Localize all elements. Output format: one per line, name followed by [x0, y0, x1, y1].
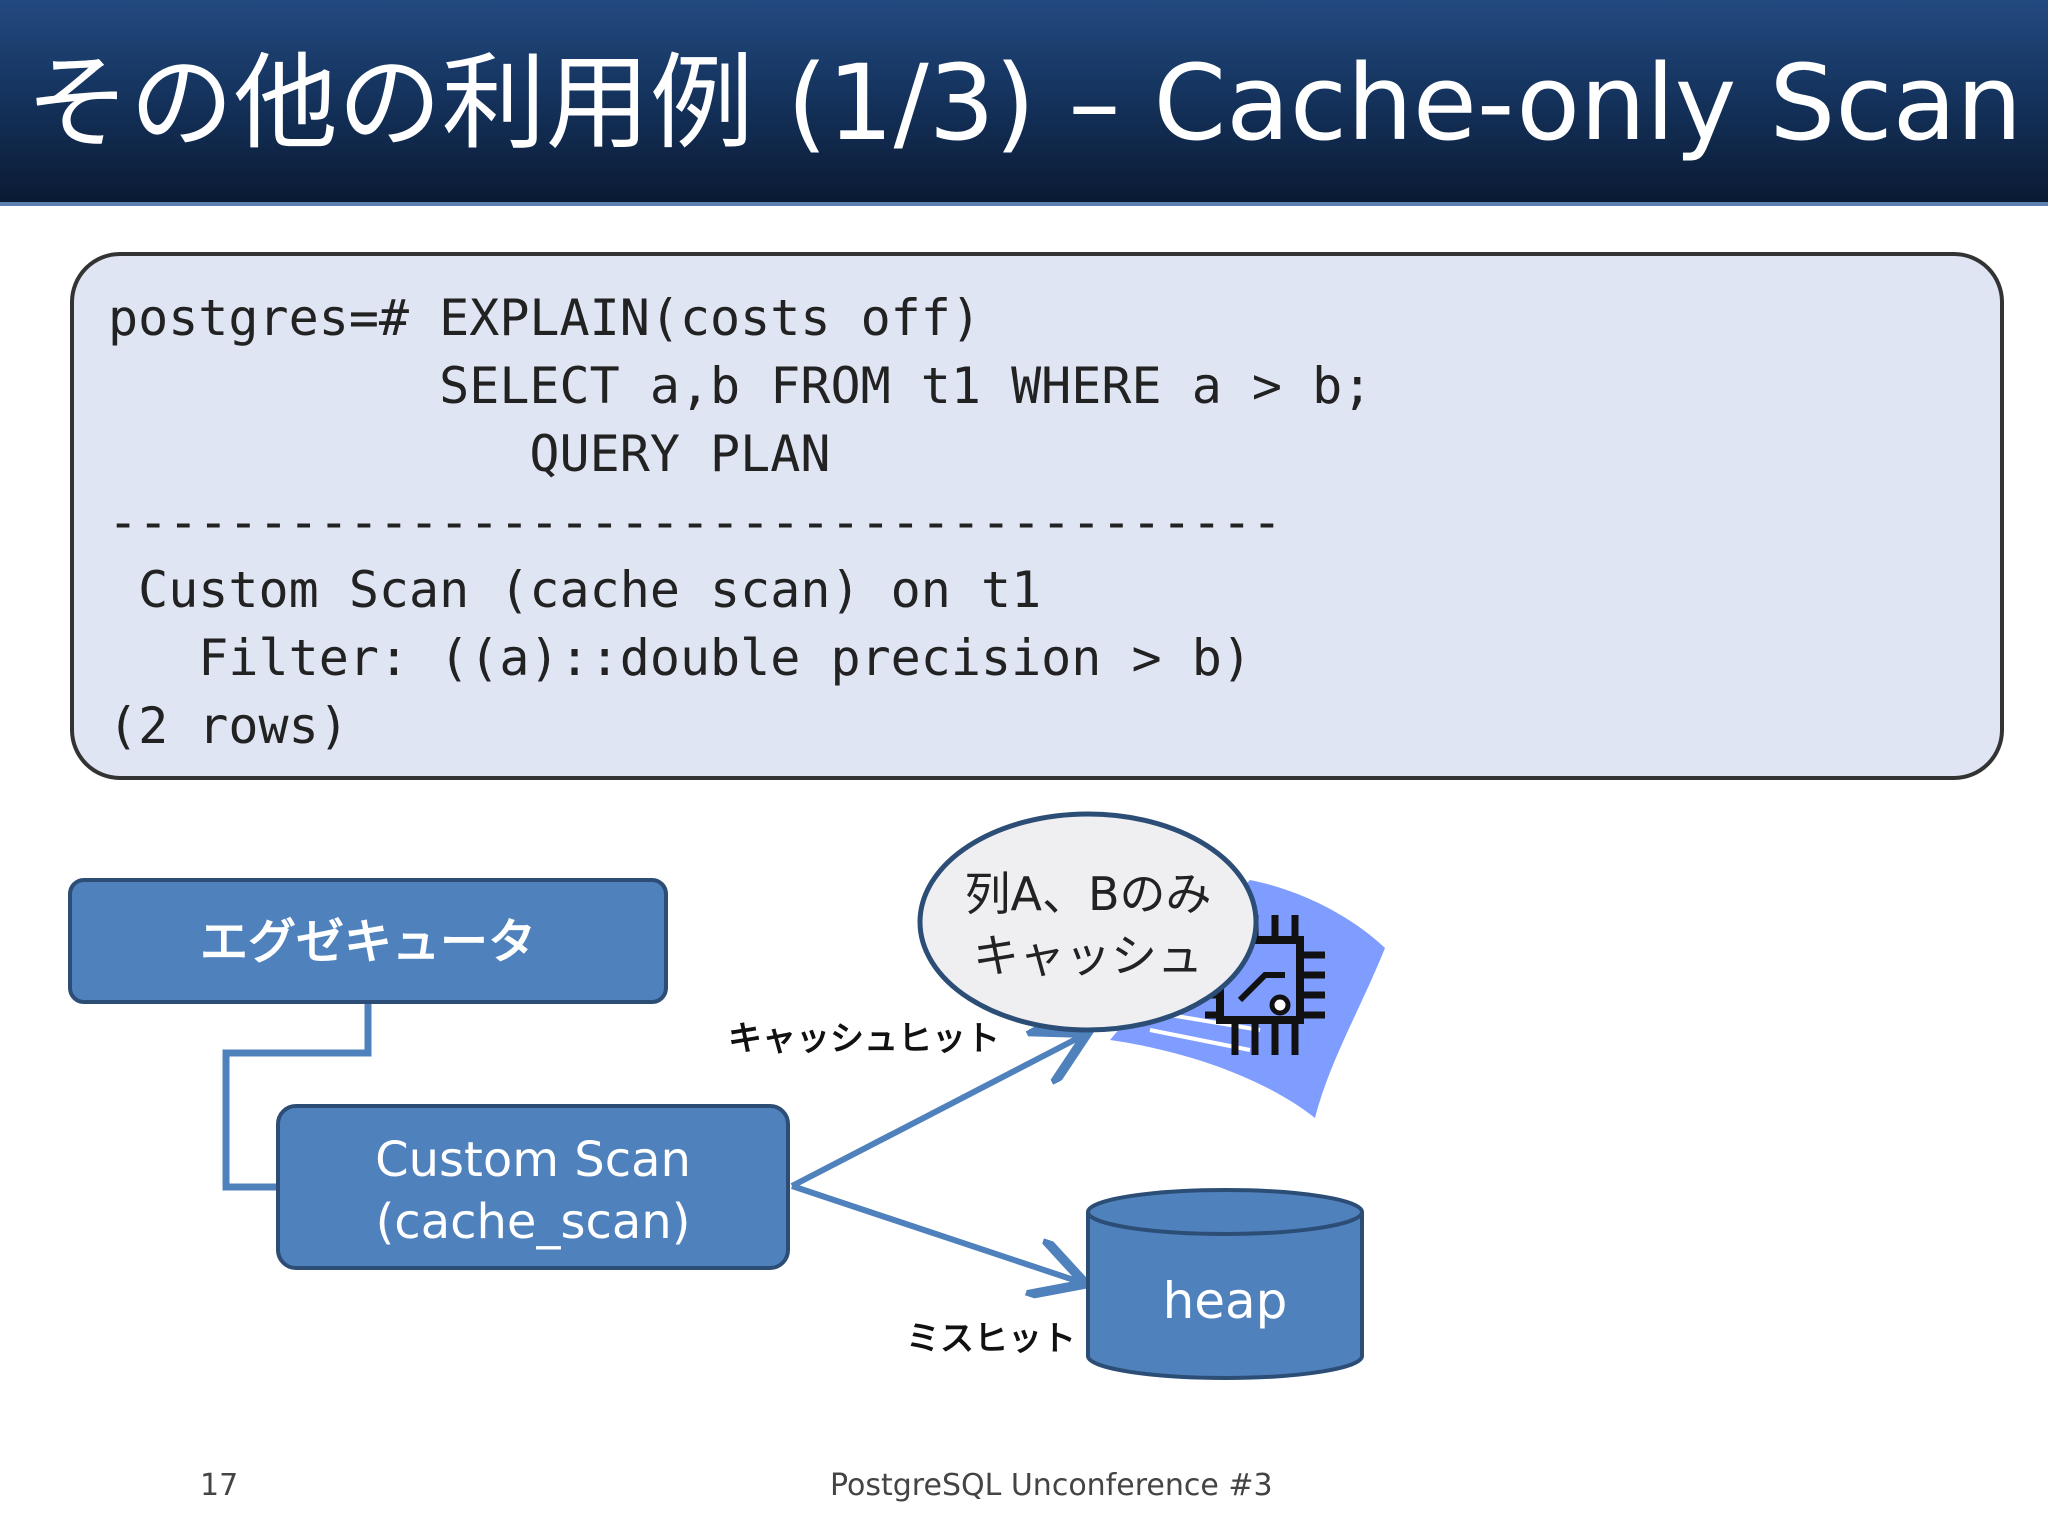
cache-hit-arrow: [790, 1036, 1082, 1189]
cache-bubble-label-2: キャッシュ: [973, 929, 1203, 983]
code-line-3: QUERY PLAN: [108, 425, 831, 483]
miss-hit-arrow: [791, 1183, 1080, 1282]
conference-name: PostgreSQL Unconference #3: [830, 1468, 1273, 1503]
code-box: postgres=# EXPLAIN(costs off) SELECT a,b…: [70, 252, 2004, 780]
code-line-2: SELECT a,b FROM t1 WHERE a > b;: [108, 357, 1373, 415]
page-number: 17: [200, 1468, 239, 1503]
executor-box: エグゼキュータ: [68, 878, 668, 1004]
heap-cylinder: heap: [1086, 1188, 1364, 1380]
code-line-1: postgres=# EXPLAIN(costs off): [108, 289, 981, 347]
cache-bubble-label-1: 列A、Bのみ: [964, 867, 1211, 921]
slide-title: その他の利用例 (1/3) – Cache-only Scan: [25, 42, 2023, 164]
title-bar: その他の利用例 (1/3) – Cache-only Scan: [0, 0, 2048, 206]
custom-scan-label-2: (cache_scan): [376, 1194, 691, 1250]
cache-bubble: 列A、Bのみ キャッシュ: [917, 811, 1259, 1033]
code-line-7: (2 rows): [108, 697, 349, 755]
custom-scan-label-1: Custom Scan: [375, 1132, 691, 1188]
executor-label: エグゼキュータ: [200, 914, 536, 970]
miss-hit-label: ミスヒット: [906, 1319, 1076, 1359]
code-line-6: Filter: ((a)::double precision > b): [108, 629, 1252, 687]
code-line-5: Custom Scan (cache scan) on t1: [108, 561, 1042, 619]
cache-hit-label: キャッシュヒット: [728, 1019, 1000, 1059]
code-line-4: ---------------------------------------: [108, 493, 1282, 551]
executor-connector: [222, 1002, 372, 1191]
custom-scan-box: Custom Scan (cache_scan): [276, 1104, 790, 1270]
heap-label: heap: [1163, 1272, 1288, 1330]
